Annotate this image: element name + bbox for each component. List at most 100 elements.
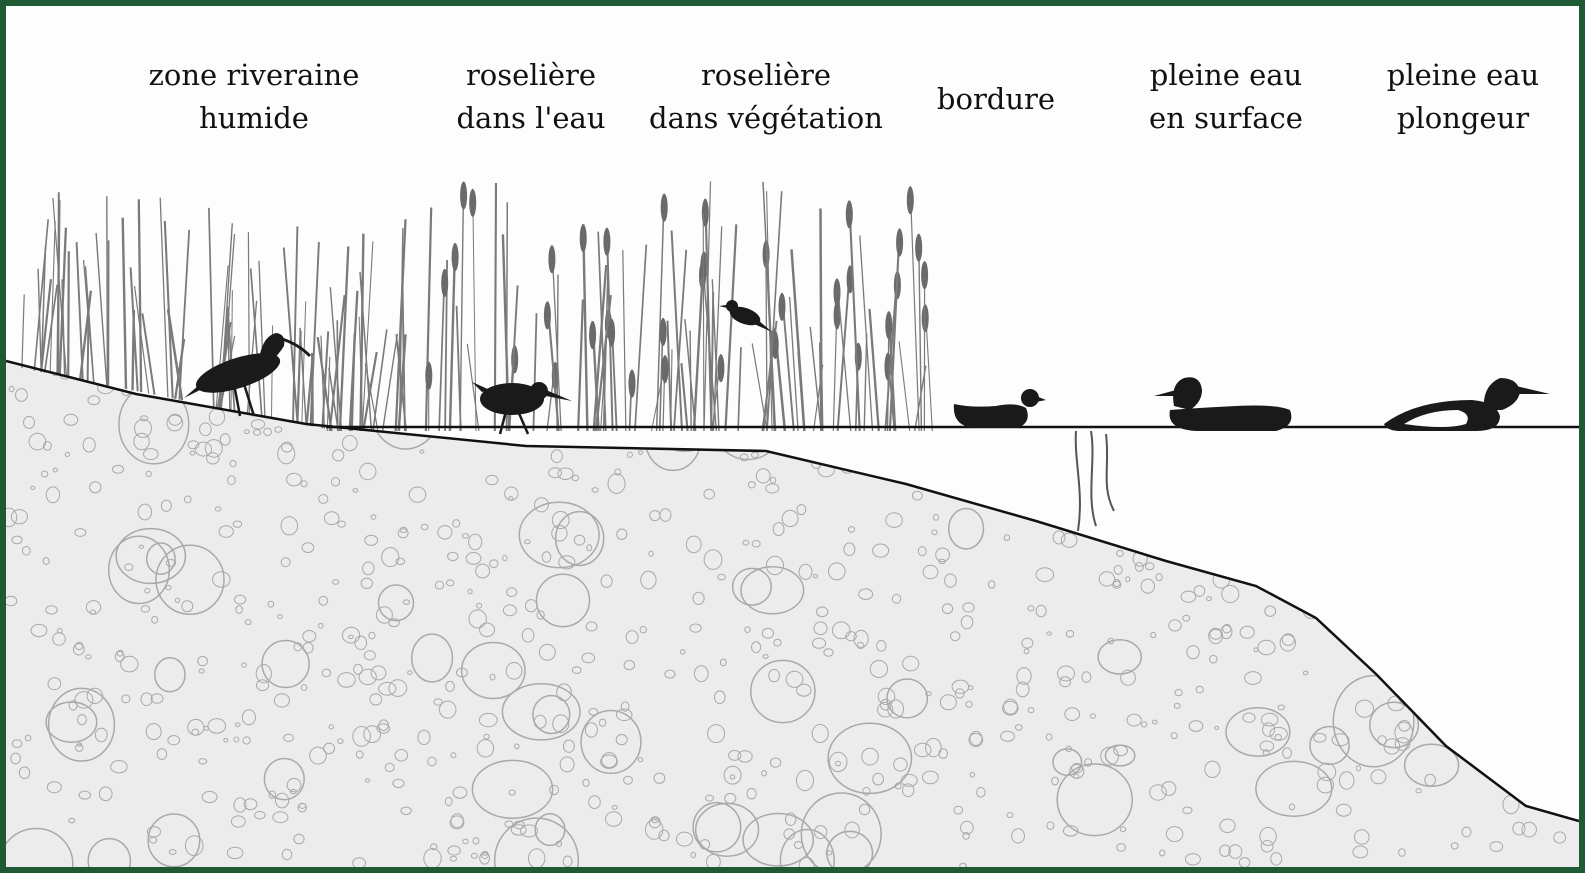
sediment-pebble: [1277, 528, 1281, 533]
sediment-pebble: [1517, 461, 1579, 521]
sediment-pebble: [1503, 517, 1514, 527]
reed-seed-head: [544, 302, 551, 330]
sediment-pebble: [1522, 631, 1534, 645]
sediment-pebble: [1423, 509, 1429, 515]
zone-label-roseliere-vegetation: roselière dans végétation: [626, 54, 906, 140]
sediment-pebble: [1522, 761, 1529, 767]
sediment-pebble: [1548, 658, 1564, 675]
sediment-pebble: [1268, 487, 1276, 495]
sediment-pebble: [1258, 501, 1262, 505]
sediment-pebble: [1306, 514, 1317, 523]
sediment-pebble: [1365, 575, 1369, 578]
reed-stem: [248, 232, 249, 414]
sediment-pebble: [1309, 572, 1322, 586]
reed-stem: [179, 230, 189, 400]
reed-seed-head: [885, 311, 892, 339]
sediment-pebble: [1321, 467, 1332, 479]
sediment-pebble: [274, 375, 292, 388]
reed-stem: [50, 221, 55, 373]
sediment-pebble: [1362, 605, 1366, 609]
surface-duck: [1154, 377, 1291, 431]
sediment-pebble: [1557, 713, 1566, 722]
sediment-pebble: [1148, 406, 1163, 417]
sediment-pebble: [724, 357, 741, 375]
reed-stem: [578, 300, 583, 432]
reed-stem: [165, 221, 173, 398]
reed-stem: [68, 251, 69, 377]
sediment-pebble: [948, 368, 954, 373]
sediment-pebble: [1005, 378, 1020, 395]
reed-stem: [133, 310, 134, 391]
sediment-pebble: [1409, 644, 1415, 650]
reed-stem: [450, 243, 455, 431]
sediment-pebble: [1141, 489, 1152, 502]
blackbird-on-reed: [719, 300, 772, 332]
zone-label-line: en surface: [1121, 97, 1331, 140]
sediment-pebble: [1493, 504, 1506, 518]
reed-stem: [583, 224, 587, 431]
sediment-pebble: [691, 444, 695, 447]
sediment-pebble: [1119, 535, 1124, 539]
sediment-pebble: [1451, 715, 1463, 723]
sediment-pebble: [1053, 368, 1058, 372]
sediment-pebble: [1190, 527, 1200, 537]
sediment-pebble: [1250, 461, 1258, 467]
sediment-pebble: [996, 364, 1010, 380]
sediment-pebble: [1159, 491, 1176, 508]
sediment-pebble: [956, 457, 968, 469]
sediment-pebble: [1346, 497, 1362, 511]
reed-seed-head: [896, 229, 903, 257]
sediment-pebble: [1217, 446, 1249, 483]
reed-vegetation: [22, 182, 932, 432]
sediment-pebble: [1321, 583, 1329, 589]
sediment-pebble: [1351, 594, 1359, 601]
zone-label-line: humide: [134, 97, 374, 140]
sediment-pebble: [1171, 503, 1182, 511]
reed-seed-head: [441, 269, 448, 297]
sediment-pebble: [520, 365, 528, 374]
sediment-pebble: [1455, 596, 1464, 602]
sediment-pebble: [1514, 475, 1532, 491]
sediment-pebble: [1560, 568, 1572, 582]
sediment-pebble: [1301, 379, 1306, 385]
reed-seed-head: [717, 354, 724, 382]
sediment-pebble: [1251, 534, 1263, 548]
sediment-pebble: [693, 389, 705, 401]
sediment-pebble: [1416, 633, 1431, 646]
sediment-pebble: [989, 479, 994, 483]
sediment-pebble: [994, 382, 1010, 394]
sediment-pebble: [1558, 583, 1570, 594]
sediment-pebble: [1519, 355, 1531, 365]
sediment-pebble: [1547, 367, 1562, 382]
sediment-pebble: [1249, 359, 1259, 370]
sediment-pebble: [961, 386, 978, 401]
reed-stem: [467, 344, 479, 431]
sediment-pebble: [1449, 437, 1460, 447]
reed-stem: [365, 364, 378, 431]
sediment-pebble: [1087, 409, 1098, 422]
sediment-pebble: [1054, 502, 1090, 528]
reed-stem: [318, 337, 332, 431]
sediment-pebble: [723, 400, 734, 408]
sediment-pebble: [1455, 582, 1465, 590]
sediment-pebble: [1275, 543, 1279, 547]
sediment-pebble: [1516, 718, 1524, 726]
sediment-pebble: [1276, 515, 1283, 522]
sediment-pebble: [452, 432, 458, 438]
sediment-pebble: [1562, 784, 1567, 788]
sediment-pebble: [1204, 368, 1219, 382]
reed-seed-head: [548, 245, 555, 273]
sediment-pebble: [1176, 458, 1187, 467]
reed-stem: [899, 341, 910, 431]
reed-stem: [123, 218, 126, 389]
reed-seed-head: [846, 201, 853, 229]
reed-stem: [107, 196, 108, 385]
sediment-pebble: [1540, 351, 1553, 366]
sediment-pebble: [902, 467, 917, 480]
sediment-pebble: [1399, 440, 1405, 447]
sediment-pebble: [1572, 463, 1580, 474]
sediment-pebble: [1489, 472, 1495, 478]
sediment-pebble: [1576, 753, 1580, 758]
sediment-pebble: [1029, 447, 1043, 463]
sediment-pebble: [1332, 536, 1367, 569]
